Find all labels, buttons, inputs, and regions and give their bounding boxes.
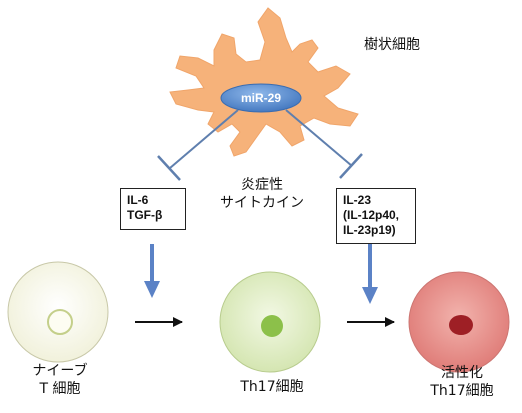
cytokine-box-left-line1: IL-6 <box>127 193 149 207</box>
block-arrow-right-head <box>362 287 378 304</box>
activated-th17-label-line1: 活性化 <box>441 365 483 381</box>
activated-th17-label-line2: Th17細胞 <box>430 383 494 399</box>
naive-t-cell-label-line1: ナイーブ <box>32 363 88 379</box>
activated-th17-label: 活性化 Th17細胞 <box>414 364 510 400</box>
naive-t-cell-label-line2: T 細胞 <box>39 381 81 397</box>
naive-t-cell-label: ナイーブ T 細胞 <box>18 362 102 398</box>
th17-cell-label: Th17細胞 <box>240 379 304 395</box>
block-arrow-left-head <box>144 281 160 298</box>
mirna-label: miR-29 <box>240 91 281 105</box>
cytokine-box-right: IL-23 (IL-12p40, IL-23p19) <box>336 188 416 244</box>
cytokine-title-line1: 炎症性 <box>241 177 283 193</box>
naive-t-cell-nucleus <box>47 309 73 335</box>
inhibit-line-right <box>285 109 353 167</box>
cytokine-box-right-line3: IL-23p19) <box>343 223 396 237</box>
cytokine-box-right-line1: IL-23 <box>343 193 372 207</box>
inhibit-bar-left <box>157 155 181 181</box>
inhibit-bar-right <box>339 153 363 179</box>
dendritic-cell-shape <box>169 7 359 157</box>
cytokine-title-line2: サイトカイン <box>220 195 304 211</box>
dendritic-cell-label: 樹状細胞 <box>364 37 420 53</box>
activated-th17-nucleus <box>449 315 473 335</box>
cytokine-box-left: IL-6 TGF-β <box>120 188 186 230</box>
th17-cell-nucleus <box>261 315 283 337</box>
mirna-node <box>220 83 302 113</box>
cytokine-box-right-line2: (IL-12p40, <box>343 208 400 222</box>
cytokine-title: 炎症性 サイトカイン <box>212 176 312 212</box>
inhibit-line-left <box>169 109 239 169</box>
cytokine-box-left-line2: TGF-β <box>127 208 163 222</box>
